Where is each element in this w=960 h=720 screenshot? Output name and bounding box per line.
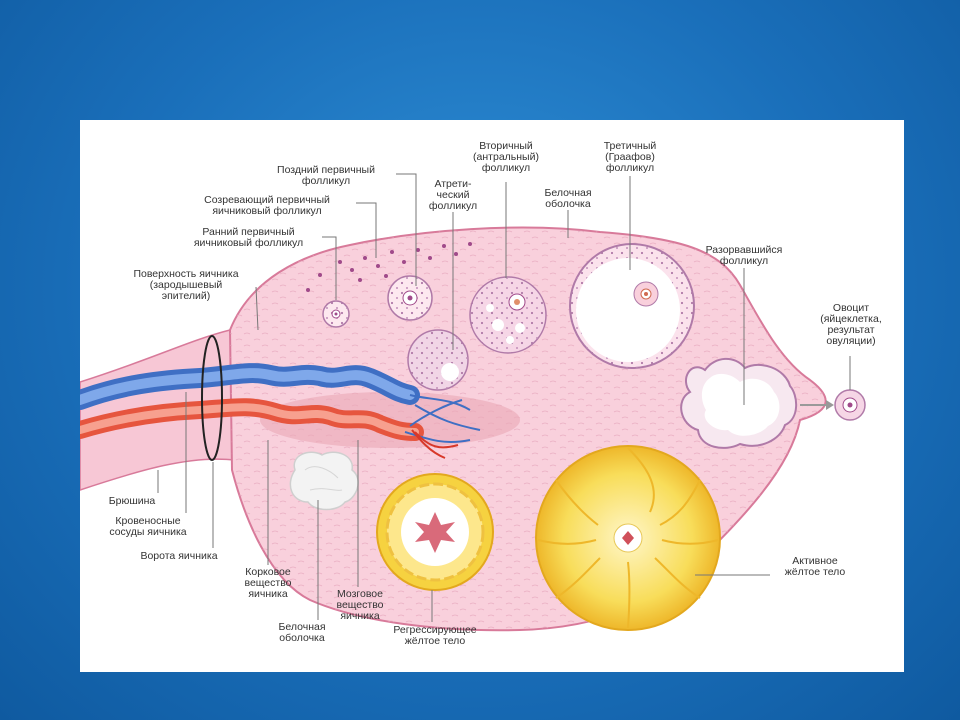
label-tunica-albuginea-top: Белочная оболочка bbox=[544, 187, 592, 210]
leader-lines bbox=[157, 173, 851, 622]
label-active-corpus-luteum: Активное жёлтое тело bbox=[784, 555, 846, 578]
label-ruptured-follicle: Разорвавшийся фолликул bbox=[705, 244, 783, 267]
regressing-corpus-luteum bbox=[376, 473, 494, 591]
blood-vessels bbox=[80, 363, 481, 459]
tertiary-follicle bbox=[569, 243, 695, 369]
early-primary-follicle bbox=[322, 300, 350, 328]
active-corpus-luteum bbox=[535, 445, 721, 631]
label-secondary-follicle: Вторичный (антральный) фолликул bbox=[473, 140, 539, 174]
label-late-primary-follicle: Поздний первичный фолликул bbox=[277, 164, 375, 187]
label-regressing-corpus-luteum: Регрессирующее жёлтое тело bbox=[393, 624, 477, 647]
label-ovarian-cortex: Корковое вещество яичника bbox=[244, 566, 292, 600]
label-early-primary-follicle: Ранний первичный яичниковый фолликул bbox=[193, 226, 304, 249]
late-primary-follicle bbox=[387, 275, 433, 321]
label-released-oocyte: Овоцит (яйцеклетка, результат овуляции) bbox=[820, 302, 882, 347]
label-tertiary-follicle: Третичный (Граафов) фолликул bbox=[603, 140, 657, 174]
label-ovarian-vessels: Кровеносные сосуды яичника bbox=[109, 515, 187, 538]
label-peritoneum: Брюшина bbox=[108, 495, 156, 507]
label-ovarian-hilum: Ворота яичника bbox=[140, 550, 218, 562]
ruptured-follicle bbox=[680, 357, 798, 449]
atretic-follicle bbox=[407, 329, 469, 391]
released-oocyte bbox=[834, 389, 866, 421]
label-maturing-primary-follicle: Созревающий первичный яичниковый фоллику… bbox=[204, 194, 330, 217]
secondary-follicle bbox=[469, 276, 547, 354]
hilum-ring bbox=[201, 335, 223, 461]
label-atretic-follicle: Атрети- ческий фолликул bbox=[428, 178, 478, 212]
corpus-albicans bbox=[289, 451, 359, 511]
primordial-follicles bbox=[306, 242, 472, 292]
label-ovarian-medulla: Мозговое вещество яичника bbox=[336, 588, 384, 622]
label-ovary-surface: Поверхность яичника (зародышевый эпители… bbox=[133, 268, 239, 302]
label-tunica-albuginea-bottom: Белочная оболочка bbox=[278, 621, 326, 644]
